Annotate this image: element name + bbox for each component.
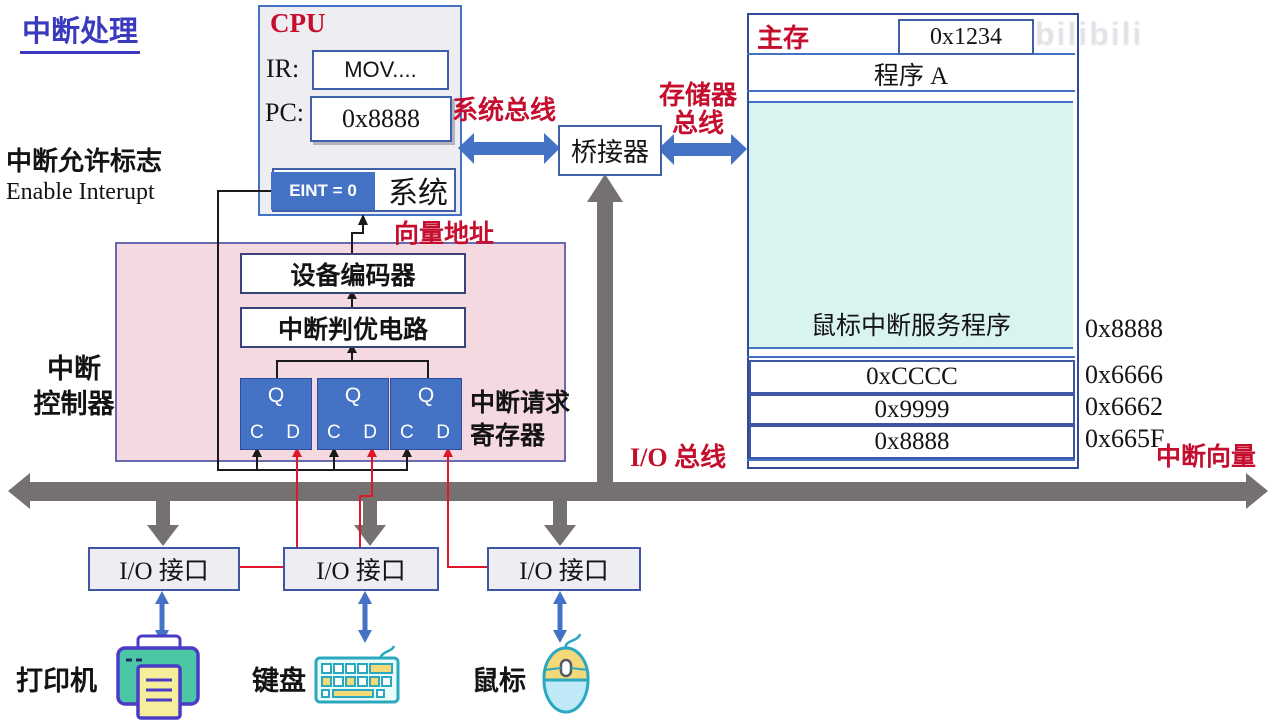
- ir-label: IR:: [266, 54, 300, 83]
- flipflop-c-label: C: [327, 422, 341, 443]
- io-bus-label: I/O 总线: [630, 443, 727, 472]
- mouse-icon: [542, 633, 590, 714]
- interrupt-flag-label-en: Enable Interupt: [6, 179, 155, 205]
- device-link-arrows: [155, 591, 567, 643]
- io-interface-box-3: I/O 接口: [487, 547, 641, 591]
- controller-label: 中断 控制器: [33, 354, 115, 419]
- request-register-label: 中断请求 寄存器: [470, 390, 571, 450]
- mouse-label: 鼠标: [472, 666, 526, 696]
- flipflop-c-label: C: [250, 422, 264, 443]
- vector-table-row: 0x9999: [749, 394, 1075, 425]
- vector-address-2: 0x665F: [1085, 424, 1165, 453]
- printer-label: 打印机: [16, 666, 97, 696]
- vector-address-caption: 向量地址: [394, 221, 495, 248]
- program-row-label: 程序 A: [873, 63, 949, 90]
- ir-register: MOV....: [312, 50, 449, 90]
- system-bus-label: 系统总线: [452, 96, 557, 125]
- eint-flag: EINT = 0: [271, 172, 375, 210]
- bridge-box: 桥接器: [558, 125, 662, 176]
- flipflop-d-label: D: [363, 422, 377, 443]
- memory-register-box: 0x1234: [898, 19, 1034, 55]
- isr-address: 0x8888: [1085, 314, 1163, 343]
- memory-isr-region: 鼠标中断服务程序: [749, 101, 1073, 349]
- request-flipflop: Q C D: [390, 378, 462, 450]
- main-memory-label: 主存: [757, 24, 810, 53]
- flipflop-q-label: Q: [267, 384, 285, 407]
- memory-row-divider: [747, 90, 1075, 92]
- vector-table-row: 0xCCCC: [749, 360, 1075, 394]
- keyboard-icon: [314, 645, 400, 704]
- flipflop-c-label: C: [400, 422, 414, 443]
- vector-table-row: 0x8888: [749, 425, 1075, 459]
- watermark: bilibili: [1035, 16, 1144, 52]
- flipflop-q-label: Q: [344, 384, 362, 407]
- memory-row-divider: [747, 459, 1075, 461]
- pc-label: PC:: [265, 98, 305, 127]
- interrupt-system-label: 系统: [388, 177, 448, 210]
- vector-address-1: 0x6662: [1085, 392, 1163, 421]
- interrupt-vector-label: 中断向量: [1156, 444, 1257, 471]
- printer-icon: [116, 634, 200, 720]
- device-encoder-box: 设备编码器: [240, 253, 466, 294]
- memory-row-divider: [747, 356, 1075, 358]
- request-flipflop: Q C D: [240, 378, 312, 450]
- cpu-label: CPU: [270, 8, 326, 38]
- request-flipflop: Q C D: [317, 378, 389, 450]
- page-title: 中断处理: [20, 8, 141, 54]
- priority-arbiter-box: 中断判优电路: [240, 307, 466, 348]
- isr-region-label: 鼠标中断服务程序: [810, 313, 1011, 340]
- memory-bus-label: 存储器 总线: [658, 81, 737, 138]
- keyboard-label: 键盘: [252, 666, 306, 696]
- system-bus-arrow: [458, 133, 560, 164]
- interrupt-flag-label-cn: 中断允许标志: [6, 147, 163, 176]
- io-interface-box-1: I/O 接口: [88, 547, 240, 591]
- flipflop-d-label: D: [436, 422, 450, 443]
- io-interface-box-2: I/O 接口: [283, 547, 439, 591]
- vector-address-0: 0x6666: [1085, 360, 1163, 389]
- flipflop-q-label: Q: [417, 384, 435, 407]
- pc-register: 0x8888: [310, 96, 452, 142]
- memory-bus-arrow: [658, 134, 747, 165]
- flipflop-d-label: D: [286, 422, 300, 443]
